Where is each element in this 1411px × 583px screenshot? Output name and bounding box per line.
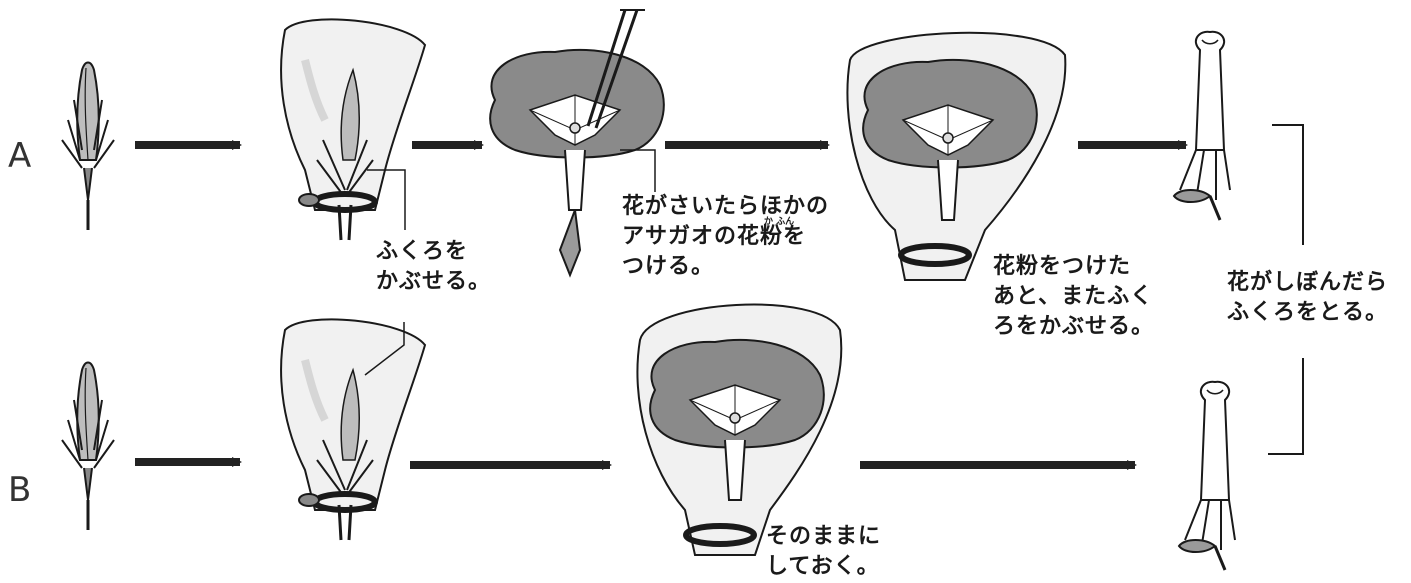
bracket-bottom <box>1268 358 1304 455</box>
row-a-wilted-flower-illustration <box>1172 30 1232 222</box>
row-b-bud-illustration <box>60 361 116 532</box>
caption-bag-on: ふくろを かぶせる。 <box>376 239 492 294</box>
row-a-bagged-bud-illustration <box>281 19 425 240</box>
caption-remove-bag: 花がしぼんだら ふくろをとる。 <box>1227 270 1389 325</box>
row-label-a: A <box>8 136 32 176</box>
row-a-bagged-flower-illustration <box>846 31 1067 281</box>
caption-leave-as-is: そのままに しておく。 <box>766 524 882 579</box>
row-b-bagged-bud-illustration <box>281 319 425 540</box>
leader-bag-a <box>367 169 406 230</box>
leader-bag-b <box>364 322 405 376</box>
row-b-wilted-flower-illustration <box>1177 380 1237 572</box>
tweezers-icon <box>586 9 645 129</box>
row-a-open-flower-illustration <box>489 48 665 278</box>
caption-rebag: 花粉をつけた あと、またふく ろをかぶせる。 <box>993 254 1155 339</box>
ruby-pollen: か ふん <box>764 217 795 227</box>
leader-pollen <box>620 149 656 192</box>
row-b-bagged-flower-illustration <box>636 303 843 556</box>
caption-pollinate: 花がさいたらほかの アサガオの花粉を つける。 <box>622 194 830 279</box>
bracket-top <box>1272 124 1304 245</box>
row-a-bud-illustration <box>60 61 116 232</box>
row-label-b: B <box>8 470 32 510</box>
